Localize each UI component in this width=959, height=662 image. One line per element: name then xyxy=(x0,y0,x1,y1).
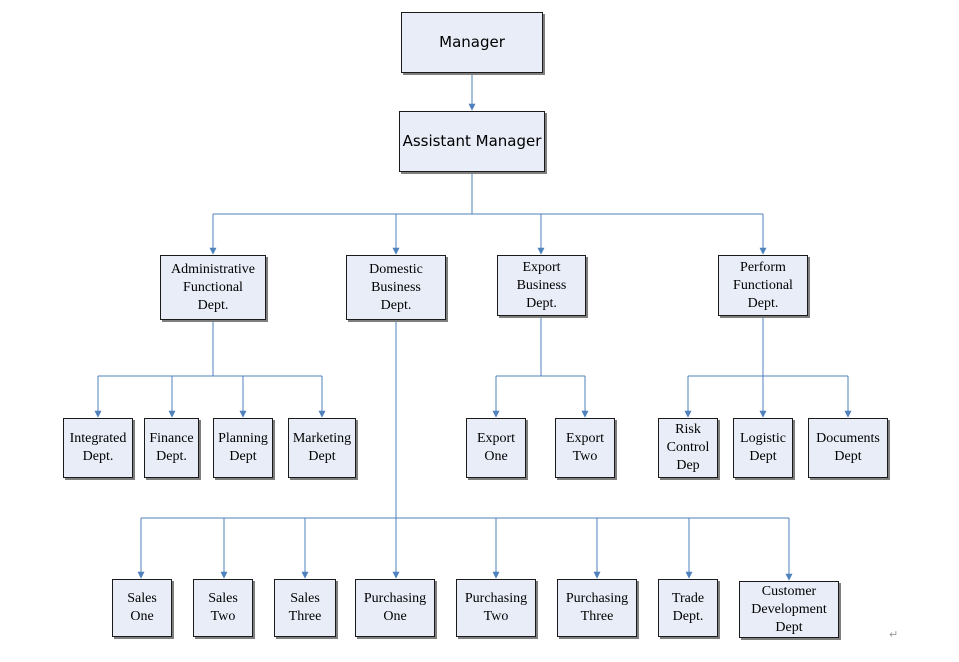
node-trade-dept: Trade Dept. xyxy=(658,579,718,637)
node-logistic-dept: Logistic Dept xyxy=(733,418,793,478)
node-documents-dept: Documents Dept xyxy=(808,418,888,478)
node-risk-control-dep: Risk Control Dep xyxy=(658,418,718,478)
node-purchasing-three: Purchasing Three xyxy=(557,579,637,637)
node-assistant-manager: Assistant Manager xyxy=(399,111,545,172)
node-export-business-dept: Export Business Dept. xyxy=(497,255,586,316)
node-export-two: Export Two xyxy=(555,418,615,478)
node-sales-three: Sales Three xyxy=(274,579,336,637)
node-purchasing-one: Purchasing One xyxy=(355,579,435,637)
node-integrated-dept: Integrated Dept. xyxy=(63,418,133,478)
node-customer-development-dept: Customer Development Dept xyxy=(739,581,839,638)
node-purchasing-two: Purchasing Two xyxy=(456,579,536,637)
node-manager: Manager xyxy=(401,12,543,73)
paragraph-mark-icon: ↵ xyxy=(889,628,899,641)
node-domestic-business-dept: Domestic Business Dept. xyxy=(346,255,446,320)
node-marketing-dept: Marketing Dept xyxy=(288,418,356,478)
node-sales-two: Sales Two xyxy=(193,579,253,637)
node-planning-dept: Planning Dept xyxy=(213,418,273,478)
node-sales-one: Sales One xyxy=(112,579,172,637)
node-finance-dept: Finance Dept. xyxy=(144,418,199,478)
node-export-one: Export One xyxy=(466,418,526,478)
node-perform-functional-dept: Perform Functional Dept. xyxy=(718,255,808,316)
node-administrative-functional-dept: Administrative Functional Dept. xyxy=(160,255,266,320)
